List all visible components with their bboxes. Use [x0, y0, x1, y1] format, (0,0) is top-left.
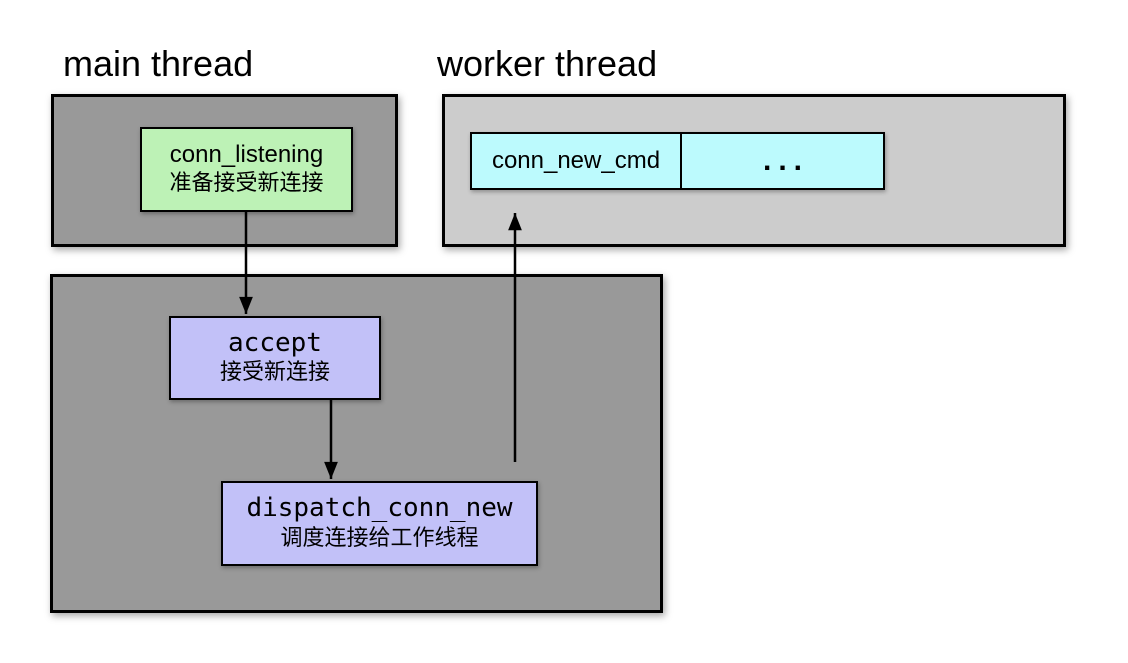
- queue-cell-ellipsis: ...: [762, 144, 809, 177]
- conn-listening-label: conn_listening: [169, 140, 324, 168]
- worker-thread-title: worker thread: [437, 43, 658, 84]
- accept-sublabel: 接受新连接: [219, 359, 330, 385]
- worker-thread-box: conn_new_cmd ...: [442, 94, 1066, 247]
- main-thread-box: conn_listening 准备接受新连接: [51, 94, 398, 247]
- worker-command-queue: conn_new_cmd ...: [470, 132, 885, 190]
- accept-label: accept: [228, 327, 322, 358]
- main-thread-title: main thread: [63, 43, 254, 84]
- queue-cell-conn-new-cmd: conn_new_cmd: [472, 134, 682, 188]
- accept-node: accept 接受新连接: [169, 316, 381, 400]
- dispatch-conn-new-label: dispatch_conn_new: [246, 493, 513, 524]
- dispatch-conn-new-node: dispatch_conn_new 调度连接给工作线程: [221, 481, 538, 566]
- conn-listening-sublabel: 准备接受新连接: [169, 170, 324, 196]
- dispatch-conn-new-sublabel: 调度连接给工作线程: [280, 524, 479, 550]
- main-thread-flow-box: accept 接受新连接 dispatch_conn_new 调度连接给工作线程: [50, 274, 663, 613]
- conn-listening-node: conn_listening 准备接受新连接: [140, 127, 353, 212]
